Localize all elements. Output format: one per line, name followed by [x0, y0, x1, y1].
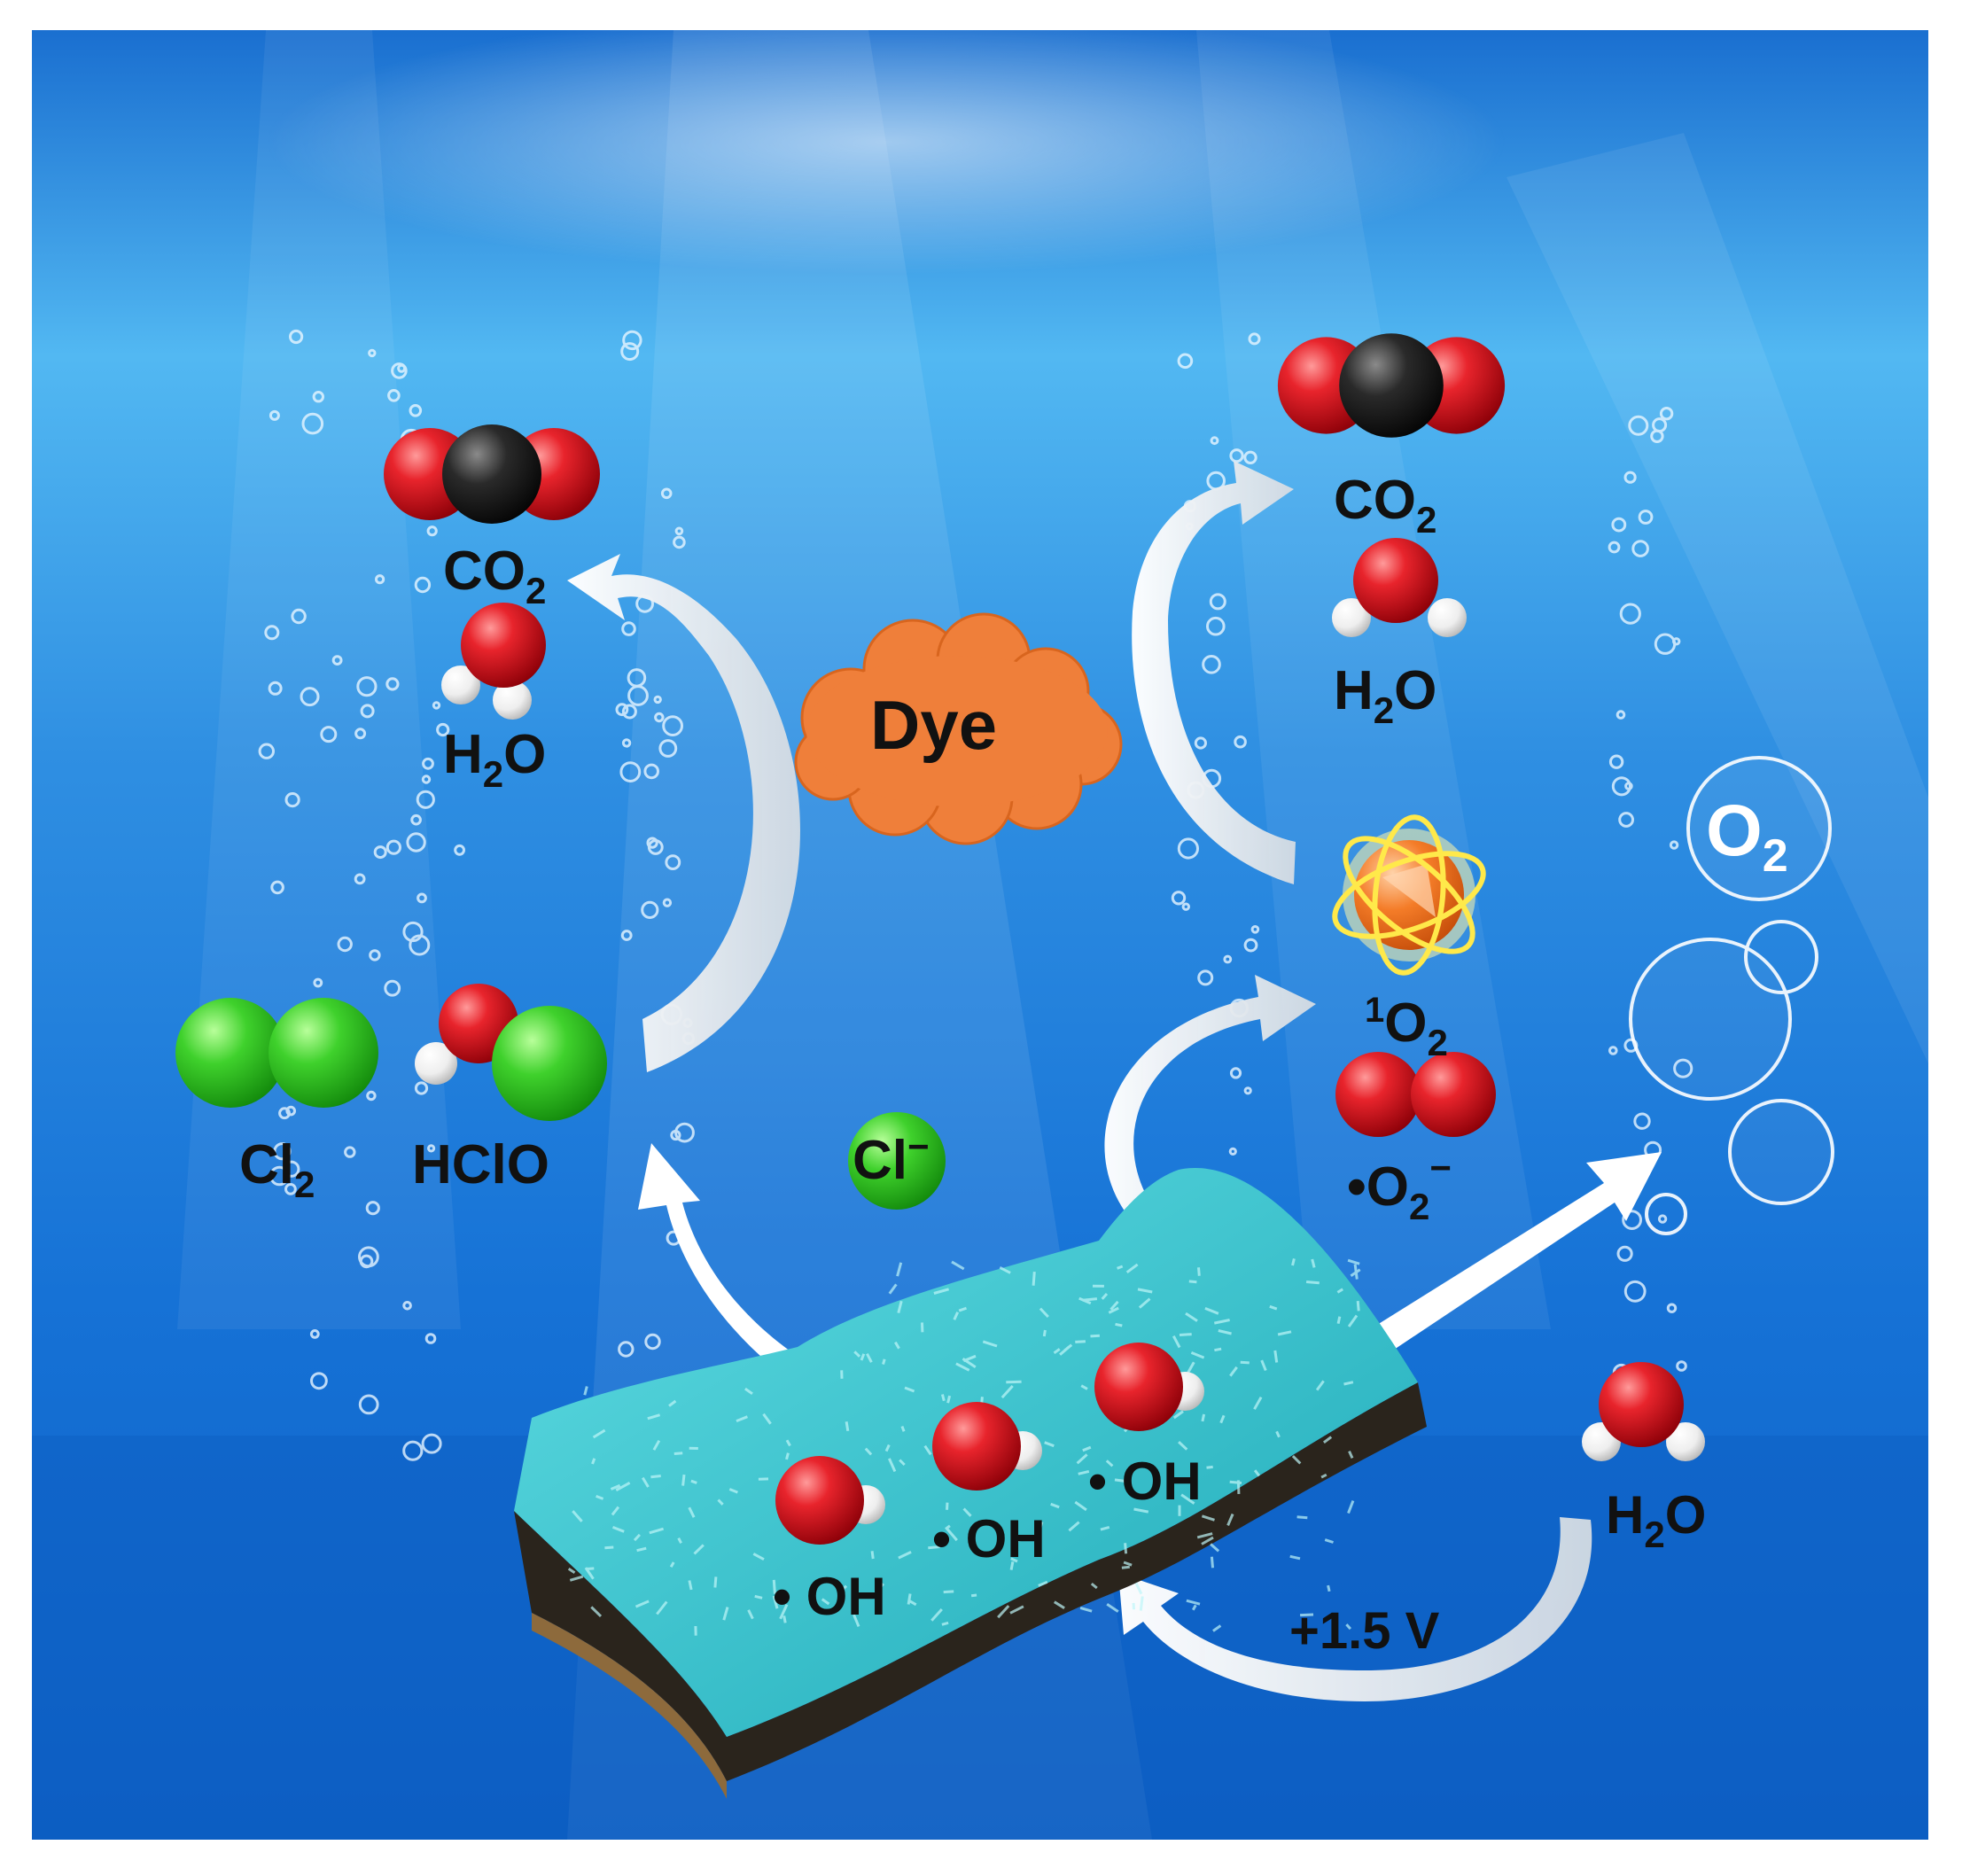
h2o-molecule-icon: [441, 603, 546, 720]
oh-label-1: • OH: [773, 1567, 886, 1626]
oxygen-bubble-icon: [1629, 756, 1834, 1235]
right-h2o-label: H2O: [1334, 660, 1436, 731]
oh-label-3: • OH: [1088, 1452, 1202, 1511]
arrow-hclo-to-co2: [567, 554, 800, 1072]
h2o-molecule-icon: [1332, 538, 1467, 637]
hydroxyl-radical-icon: [932, 1402, 1042, 1491]
arrow-singlet-to-co2: [1132, 461, 1296, 884]
singlet-oxygen-icon: [1332, 814, 1486, 976]
o2-molecule-icon: [1335, 1052, 1496, 1137]
chloride-label: Cl−: [853, 1125, 930, 1191]
hclo-molecule-icon: [415, 984, 607, 1121]
dye-label: Dye: [870, 686, 997, 764]
left-h2o-label: H2O: [443, 724, 546, 795]
chloride-ion-icon: [848, 1112, 946, 1210]
h2o-molecule-icon: [1582, 1362, 1705, 1461]
water-label: H2O: [1606, 1485, 1706, 1555]
dye-cloud-icon: [794, 612, 1123, 845]
hclo-label: HClO: [412, 1134, 549, 1195]
arrow-electrode-to-singlet: [1104, 975, 1316, 1241]
hydroxyl-radical-icon: [775, 1456, 885, 1545]
co2-molecule-icon: [384, 424, 600, 524]
o2-bubble-label: O2: [1706, 790, 1788, 882]
oh-label-2: • OH: [932, 1509, 1046, 1569]
right-co2-label: CO2: [1334, 470, 1436, 541]
labels: CO2 H2O CO2 H2O Dye 1O2 •O2− Cl2 HClO Cl…: [239, 470, 1788, 1660]
cl2-molecule-icon: [175, 998, 378, 1108]
voltage-label: +1.5 V: [1289, 1602, 1440, 1660]
hydroxyl-radical-icon: [1094, 1343, 1204, 1431]
superoxide-label: •O2−: [1347, 1147, 1452, 1227]
arrow-electrode-to-o2: [1320, 1152, 1662, 1387]
singlet-oxygen-label: 1O2: [1365, 991, 1448, 1063]
co2-molecule-icon: [1277, 333, 1506, 438]
cl2-label: Cl2: [239, 1134, 315, 1205]
left-co2-label: CO2: [443, 541, 546, 611]
arrow-water-to-electrode: [1118, 1517, 1592, 1701]
